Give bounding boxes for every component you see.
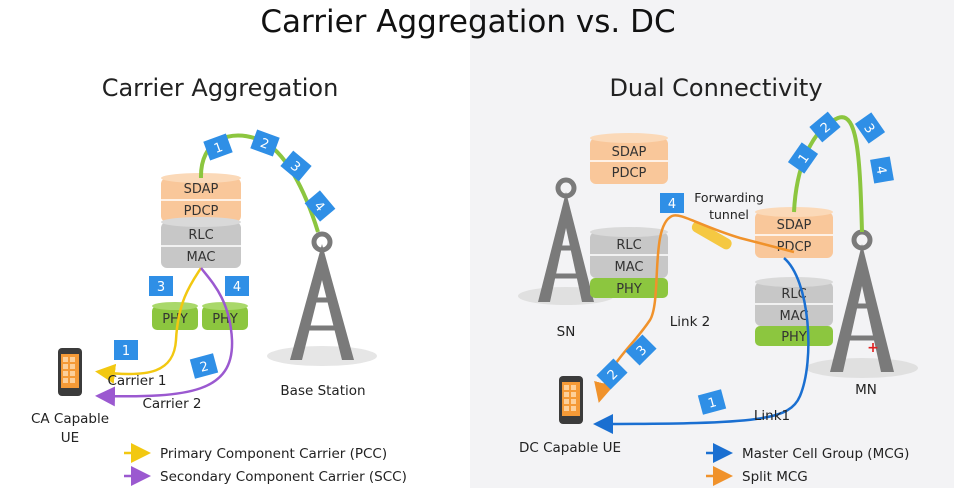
dc-badge-2-top: 2 xyxy=(809,111,841,143)
ca-badge-3-phy: 3 xyxy=(149,276,173,296)
ca-phy-right: PHY xyxy=(202,302,248,330)
ca-protocol-stack: SDAP PDCP RLC MAC xyxy=(161,173,241,268)
sn-sdap-pdcp-stack: SDAP PDCP xyxy=(590,133,668,184)
ca-badge-1-top: 1 xyxy=(203,133,233,161)
ca-carrier1-label: Carrier 1 xyxy=(107,373,166,389)
dc-legend-split-label: Split MCG xyxy=(742,469,808,485)
svg-text:1: 1 xyxy=(706,395,718,412)
dc-ue-label: DC Capable UE xyxy=(519,440,621,456)
svg-text:4: 4 xyxy=(872,165,888,176)
svg-text:4: 4 xyxy=(233,280,241,295)
dc-badge-4-forwarding: 4 xyxy=(660,193,684,213)
mn-lower-stack: RLC MAC PHY xyxy=(755,277,833,346)
page-title: Carrier Aggregation vs. DC xyxy=(260,4,675,40)
ca-phy-left: PHY xyxy=(152,302,198,330)
dc-mcg-line xyxy=(593,257,810,434)
dc-split-mcg-line xyxy=(594,214,795,403)
ca-badge-2-carrier: 2 xyxy=(189,353,219,379)
svg-text:2: 2 xyxy=(198,359,210,376)
dc-badge-2-link2: 2 xyxy=(596,358,628,390)
ca-badge-4-top: 4 xyxy=(304,190,336,222)
ca-badge-1-carrier: 1 xyxy=(114,340,138,360)
ca-base-station-tower xyxy=(267,231,377,366)
ca-sdap-label: SDAP xyxy=(184,182,219,197)
svg-text:4: 4 xyxy=(668,197,676,212)
ca-pdcp-label: PDCP xyxy=(184,204,219,219)
ca-ue-label-line2: UE xyxy=(61,430,79,446)
ca-base-station-label: Base Station xyxy=(280,383,365,399)
red-cross-icon: + xyxy=(867,340,879,356)
link2-label: Link 2 xyxy=(670,314,711,330)
forwarding-label-line2: tunnel xyxy=(709,207,749,222)
dc-backhaul-line xyxy=(792,115,864,233)
dc-ue-phone-icon xyxy=(559,376,583,424)
ca-legend: Primary Component Carrier (PCC) Secondar… xyxy=(124,443,407,486)
ca-legend-pcc-label: Primary Component Carrier (PCC) xyxy=(160,446,387,462)
mn-rlc-label: RLC xyxy=(781,287,806,302)
sn-sdap-label: SDAP xyxy=(612,145,647,160)
ca-badge-3-top: 3 xyxy=(280,150,312,182)
link1-label: Link1 xyxy=(754,408,790,424)
ca-phy-left-label: PHY xyxy=(162,312,188,327)
ca-badge-2-top: 2 xyxy=(250,129,280,157)
sn-phy-label: PHY xyxy=(616,282,642,297)
ca-carrier2-label: Carrier 2 xyxy=(142,396,201,412)
svg-text:1: 1 xyxy=(122,344,130,359)
ca-phy-right-label: PHY xyxy=(212,312,238,327)
dc-badge-1-link1: 1 xyxy=(697,389,727,415)
dc-legend-mcg-label: Master Cell Group (MCG) xyxy=(742,446,909,462)
forwarding-tunnel-icon xyxy=(691,221,732,250)
dc-badge-1-top: 1 xyxy=(787,142,819,174)
mn-mac-label: MAC xyxy=(780,309,809,324)
mn-pdcp-label: PDCP xyxy=(777,240,812,255)
sn-label: SN xyxy=(557,324,576,340)
mn-tower xyxy=(806,229,918,378)
dc-badge-3-top: 3 xyxy=(854,112,886,144)
dc-badge-3-link2: 3 xyxy=(625,334,657,366)
ca-ue-label-line1: CA Capable xyxy=(31,411,109,427)
ca-carrier1-line xyxy=(95,267,203,384)
mn-label: MN xyxy=(855,382,877,398)
mn-sdap-label: SDAP xyxy=(777,218,812,233)
sn-lower-stack: RLC MAC PHY xyxy=(590,227,668,298)
ca-legend-scc-label: Secondary Component Carrier (SCC) xyxy=(160,469,407,485)
dc-legend: Master Cell Group (MCG) Split MCG xyxy=(706,443,909,486)
ca-mac-label: MAC xyxy=(187,250,216,265)
mn-sdap-pdcp-stack: SDAP PDCP xyxy=(755,207,833,258)
ca-ue-phone-icon xyxy=(58,348,82,396)
sn-mac-label: MAC xyxy=(615,260,644,275)
ca-heading: Carrier Aggregation xyxy=(102,74,339,102)
svg-text:3: 3 xyxy=(157,280,165,295)
dc-heading: Dual Connectivity xyxy=(609,74,822,102)
ca-rlc-label: RLC xyxy=(188,228,213,243)
forwarding-label-line1: Forwarding xyxy=(694,190,764,205)
sn-rlc-label: RLC xyxy=(616,238,641,253)
mn-phy-label: PHY xyxy=(781,330,807,345)
ca-carrier2-line xyxy=(95,267,234,407)
ca-badge-4-phy: 4 xyxy=(225,276,249,296)
sn-pdcp-label: PDCP xyxy=(612,166,647,181)
dc-badge-4-top: 4 xyxy=(870,156,894,184)
